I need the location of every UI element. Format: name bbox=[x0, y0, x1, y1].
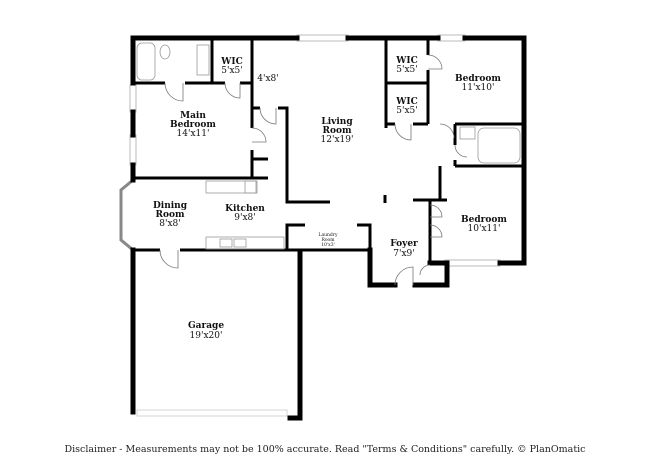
bedroom-label: Bedroom bbox=[461, 215, 507, 225]
wic-size: 5'x5' bbox=[396, 65, 417, 75]
bedroom-size: 10'x11' bbox=[468, 224, 501, 234]
wic-label: WIC bbox=[220, 57, 242, 67]
living-room-label-2: Room bbox=[322, 126, 351, 136]
dining-room-label-1: Dining bbox=[153, 201, 188, 211]
foyer-size: 7'x9' bbox=[393, 249, 414, 259]
wic-size: 5'x5' bbox=[221, 66, 242, 76]
main-bedroom-label-2: Bedroom bbox=[170, 120, 216, 130]
kitchen-size: 9'x8' bbox=[234, 213, 255, 223]
walls bbox=[130, 35, 527, 421]
main-bedroom-size: 14'x11' bbox=[177, 129, 210, 139]
laundry-label-2: Room bbox=[321, 237, 335, 243]
living-room-size: 12'x19' bbox=[321, 135, 354, 145]
garage-label: Garage bbox=[188, 321, 224, 331]
dining-room-size: 8'x8' bbox=[159, 219, 180, 229]
wic-label: WIC bbox=[395, 97, 417, 107]
wic-label: WIC bbox=[395, 56, 417, 66]
kitchen-label: Kitchen bbox=[225, 204, 265, 214]
wic-size: 5'x5' bbox=[396, 106, 417, 116]
hall-size: 4'x8' bbox=[257, 74, 278, 84]
disclaimer-text: Disclaimer - Measurements may not be 100… bbox=[64, 444, 586, 455]
laundry-label-1: Laundry bbox=[318, 232, 337, 238]
bedroom-size: 11'x10' bbox=[462, 83, 495, 93]
foyer-label: Foyer bbox=[390, 239, 418, 249]
main-bedroom-label-1: Main bbox=[180, 111, 206, 121]
room-labels: WIC 5'x5' 4'x8' Main Bedroom 14'x11' Liv… bbox=[153, 56, 507, 341]
bedroom-label: Bedroom bbox=[455, 74, 501, 84]
door-swings bbox=[159, 54, 468, 286]
windows bbox=[119, 34, 501, 267]
laundry-size: 10'x3' bbox=[321, 242, 335, 248]
living-room-label-1: Living bbox=[321, 117, 353, 127]
dining-room-label-2: Room bbox=[155, 210, 184, 220]
garage-size: 19'x20' bbox=[190, 331, 223, 341]
fixtures bbox=[136, 42, 521, 417]
